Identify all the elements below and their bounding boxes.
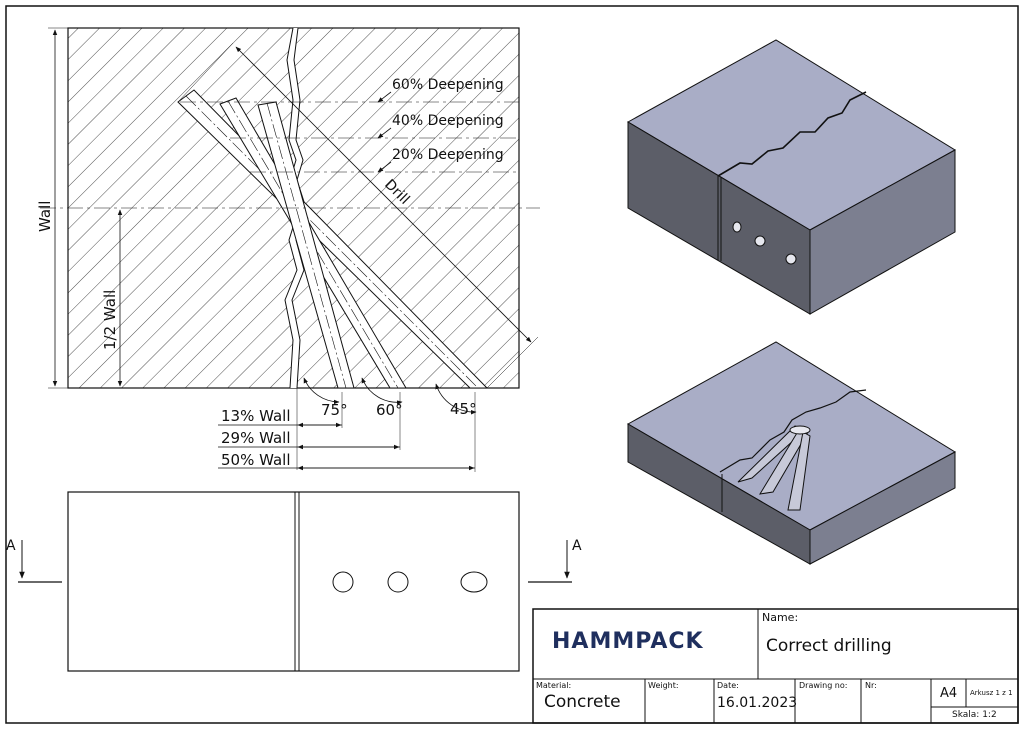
format-value: A4 bbox=[940, 686, 958, 701]
front-view: A A bbox=[6, 491, 582, 672]
company-logo: HAMMPACK bbox=[552, 629, 704, 654]
section-marker-left: A bbox=[6, 538, 16, 554]
deepening-label-60: 60% Deepening bbox=[392, 77, 504, 93]
angle-label-75: 75° bbox=[321, 401, 348, 419]
scale-value: Skala: 1:2 bbox=[952, 710, 997, 720]
nr-caption: Nr: bbox=[865, 681, 877, 690]
drawing-name: Correct drilling bbox=[766, 636, 892, 656]
depth-label-13: 13% Wall bbox=[221, 407, 291, 425]
deepening-label-20: 20% Deepening bbox=[392, 147, 504, 163]
material-value: Concrete bbox=[544, 692, 621, 712]
iso-hole-1 bbox=[732, 221, 742, 233]
sheet-value: Arkusz 1 z 1 bbox=[970, 689, 1013, 697]
iso-hole-3 bbox=[785, 253, 797, 265]
iso-view-channels bbox=[626, 341, 957, 565]
depth-label-29: 29% Wall bbox=[221, 429, 291, 447]
wall-dimension-label: Wall bbox=[36, 201, 54, 232]
weight-caption: Weight: bbox=[648, 681, 679, 690]
half-wall-dimension-label: 1/2 Wall bbox=[101, 290, 119, 350]
iso-view-holes bbox=[626, 39, 956, 315]
name-caption: Name: bbox=[762, 611, 799, 624]
section-marker-right: A bbox=[572, 538, 582, 554]
depth-label-50: 50% Wall bbox=[221, 451, 291, 469]
section-view: 60% Deepening 40% Deepening 20% Deepenin… bbox=[36, 27, 540, 472]
date-value: 16.01.2023 bbox=[717, 695, 798, 711]
date-caption: Date: bbox=[717, 681, 739, 690]
drill-hole-60 bbox=[387, 571, 409, 593]
deepening-label-40: 40% Deepening bbox=[392, 113, 504, 129]
drill-hole-45 bbox=[460, 571, 488, 593]
material-caption: Material: bbox=[536, 681, 572, 690]
iso-hole-2 bbox=[754, 235, 766, 247]
title-block bbox=[532, 608, 1019, 724]
drawing-no-caption: Drawing no: bbox=[799, 681, 848, 690]
angle-label-60: 60° bbox=[376, 401, 403, 419]
sheet-border bbox=[5, 5, 1019, 724]
angle-label-45: 45° bbox=[450, 400, 477, 418]
drill-hole-75 bbox=[332, 571, 354, 593]
